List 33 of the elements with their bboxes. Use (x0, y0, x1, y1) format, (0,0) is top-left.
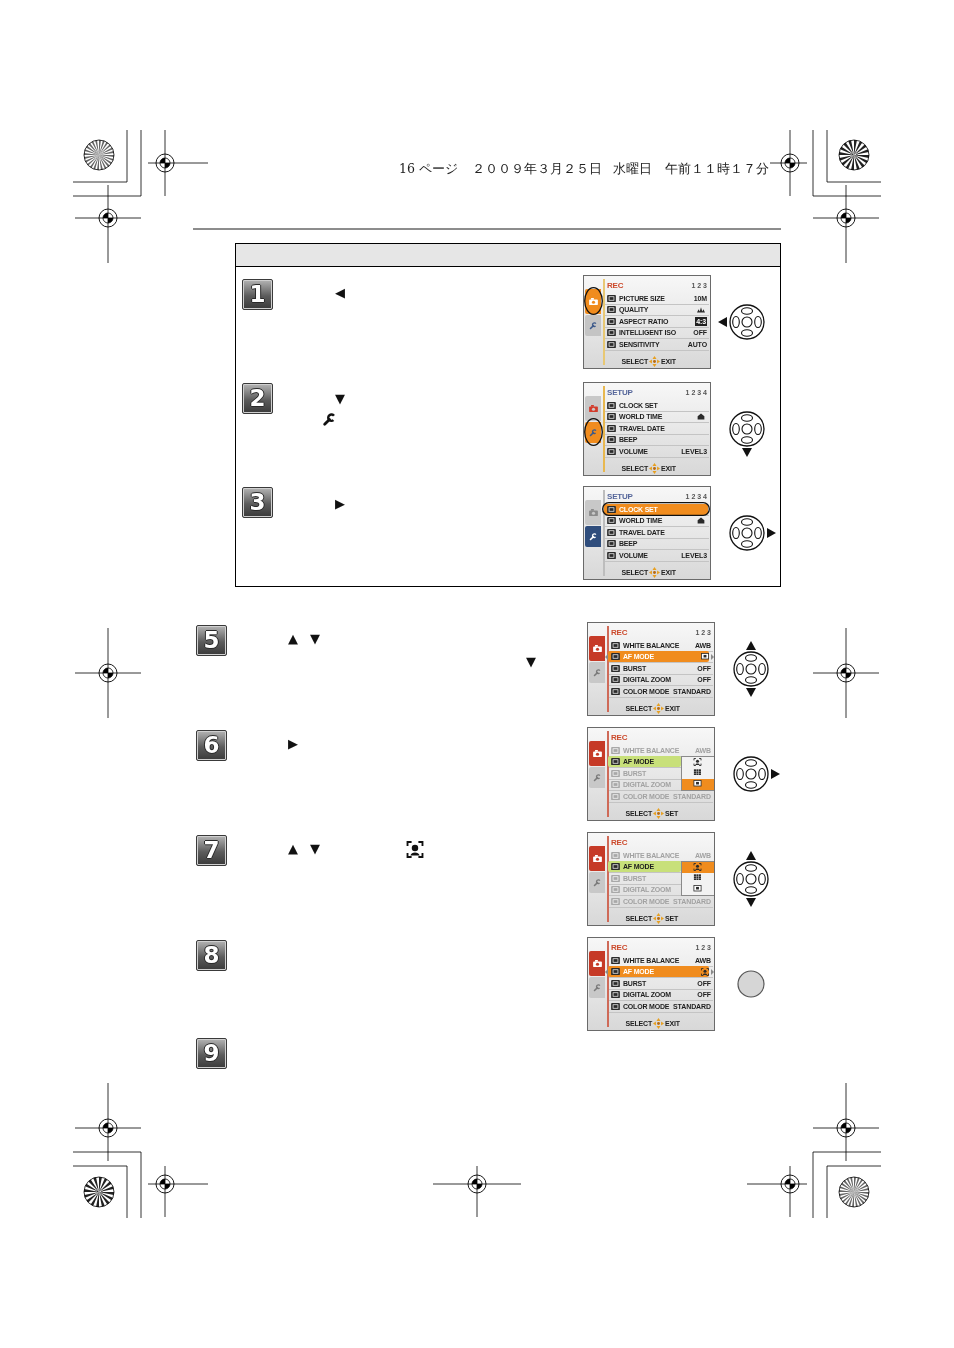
menu-screen (587, 727, 715, 821)
step-number: 8 (196, 940, 227, 971)
cursor-button-symbol: ◀ (335, 285, 345, 299)
menu-screen (583, 382, 711, 476)
menu-screen (583, 275, 711, 369)
cursor-button-symbol: ▼ (526, 654, 536, 668)
step-number: 5 (196, 625, 227, 656)
cursor-button-symbol: ▶ (335, 496, 345, 510)
step-number: 6 (196, 730, 227, 761)
menu-title: REC (611, 733, 628, 742)
header-text: 午前１１時１７分 (665, 163, 769, 176)
header-text: ２００９年３月２５日 (472, 163, 602, 176)
cursor-button-symbol: ▲ ▼ (287, 841, 321, 855)
step-number: 3 (242, 487, 273, 518)
step-number: 2 (242, 383, 273, 414)
menu-screen (587, 832, 715, 926)
menu-title: REC (611, 838, 628, 847)
cursor-button-symbol: ▶ (288, 736, 298, 750)
header-text: 水曜日 (613, 163, 652, 176)
step-number: 7 (196, 835, 227, 866)
step-number: 1 (242, 279, 273, 310)
menu-screen (587, 622, 715, 716)
cursor-button-symbol: ▲ ▼ (287, 631, 321, 645)
menu-screen (583, 486, 711, 580)
menu-title: SETUP (607, 492, 633, 501)
menu-screen (587, 937, 715, 1031)
menu-title: REC (607, 281, 624, 290)
header-text: 16 ページ (399, 163, 458, 176)
menu-title: SETUP (607, 388, 633, 397)
menu-title: REC (611, 943, 628, 952)
menu-title: REC (611, 628, 628, 637)
step-number: 9 (196, 1038, 227, 1069)
cursor-button-symbol: ▼ (335, 391, 345, 405)
